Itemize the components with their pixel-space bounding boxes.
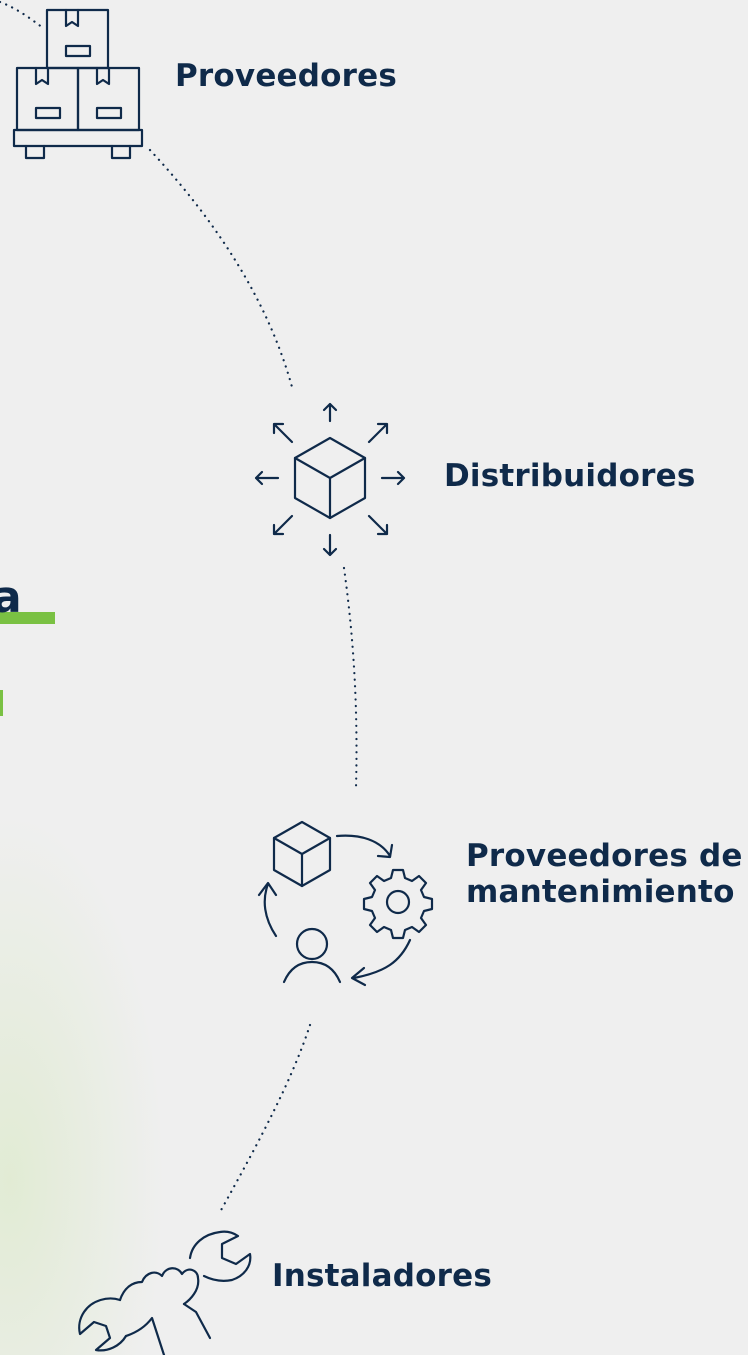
label-instaladores: Instaladores	[272, 1258, 492, 1294]
accent-bar-small	[0, 690, 3, 716]
connector-distributors-maintenance	[342, 566, 358, 790]
maintenance-cycle-icon	[257, 820, 434, 987]
accent-bar	[0, 612, 55, 624]
connector-maintenance-installers	[218, 1023, 312, 1214]
connector-top-left	[0, 0, 45, 30]
label-line-2: mantenimiento	[466, 874, 735, 910]
hand-wrench-icon	[78, 1230, 252, 1355]
connector-suppliers-distributors	[148, 148, 294, 389]
pallet-boxes-icon	[12, 8, 144, 160]
label-proveedores: Proveedores	[175, 58, 398, 94]
box-arrows-icon	[254, 402, 406, 557]
label-proveedores-mantenimiento: Proveedores de mantenimiento	[466, 838, 743, 910]
label-line-1: Proveedores de	[466, 838, 743, 874]
label-distribuidores: Distribuidores	[444, 458, 696, 494]
heading-fragment: a	[0, 572, 22, 623]
